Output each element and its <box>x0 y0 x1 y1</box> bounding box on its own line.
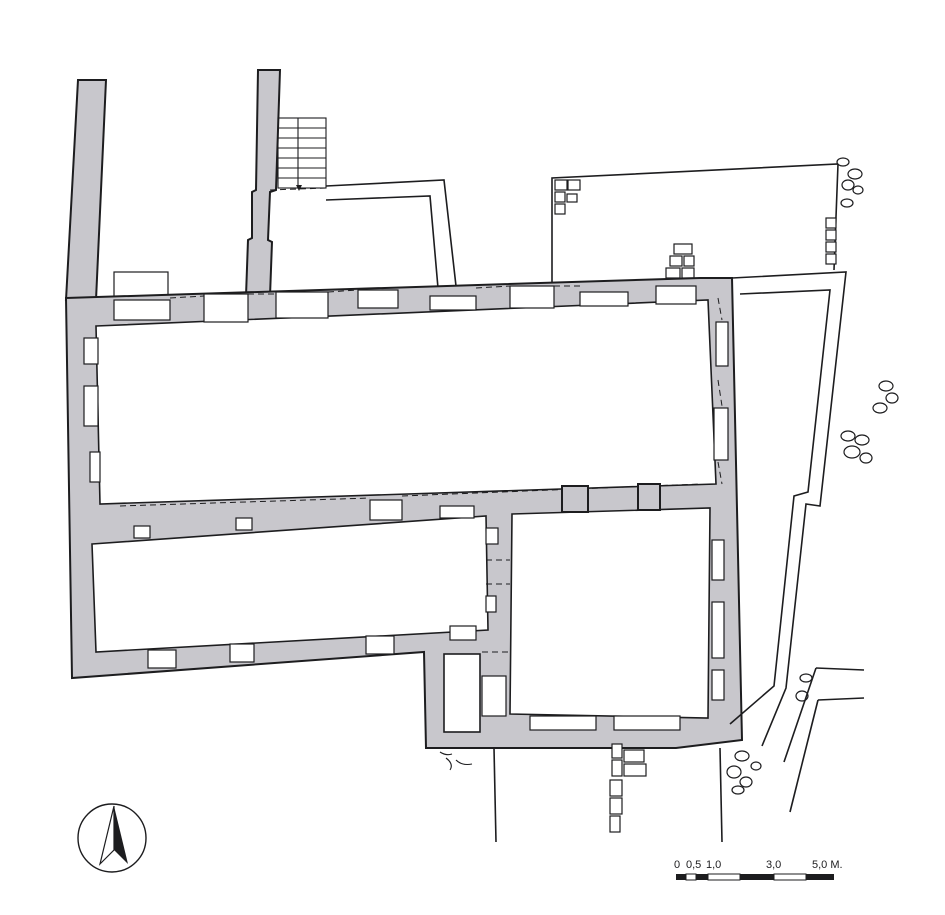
east-wall-openings <box>711 297 729 701</box>
south-wall-openings <box>147 625 477 669</box>
scale-tick-0: 0 <box>674 859 680 871</box>
scale-bar: 0 0,5 1,0 3,0 5,0 M. <box>674 859 843 881</box>
south-east-openings <box>444 651 681 731</box>
scale-tick-1-0: 1,0 <box>706 859 721 871</box>
scale-tick-0-5: 0,5 <box>686 859 701 871</box>
south-west-rubble <box>439 751 473 771</box>
lower-right-room <box>509 507 711 719</box>
lower-left-hall <box>91 515 489 653</box>
west-wall-openings <box>83 337 101 483</box>
east-annex-outline <box>731 271 847 747</box>
staircase <box>277 117 327 191</box>
east-annex-stones <box>726 380 899 795</box>
corridor-outline <box>325 179 457 287</box>
lane-outline <box>815 667 865 671</box>
upper-hall <box>95 299 717 505</box>
west-boundary-wall <box>64 79 108 301</box>
north-arrow-icon <box>77 803 147 873</box>
scale-tick-5-0: 5,0 M. <box>812 859 843 871</box>
north-corridor-wall <box>244 69 282 297</box>
south-stone-column <box>609 743 647 833</box>
courtyard-outline <box>551 163 839 282</box>
north-wall-openings <box>113 285 697 323</box>
small-cellar <box>443 653 481 733</box>
middle-wall-openings <box>119 483 701 613</box>
scale-tick-3-0: 3,0 <box>766 859 781 871</box>
south-boundary-line <box>493 747 497 843</box>
courtyard-stones <box>554 157 864 279</box>
